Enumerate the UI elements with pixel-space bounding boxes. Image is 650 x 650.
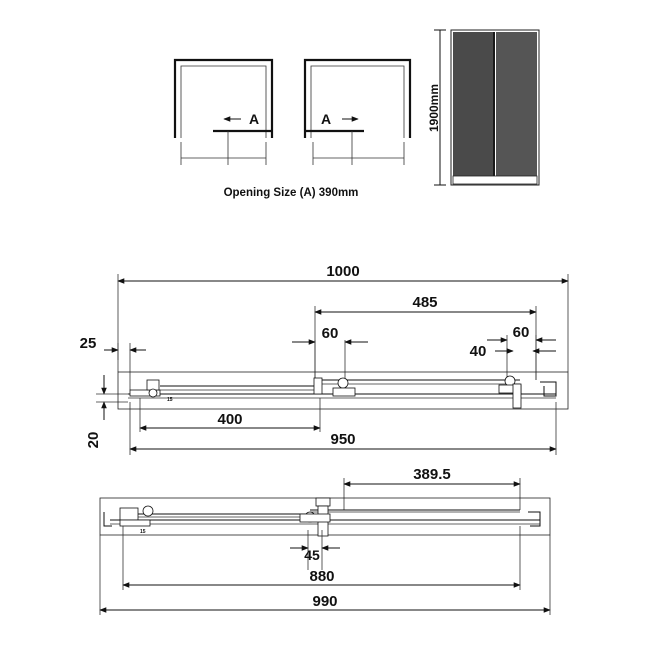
dim-overall-width: 1000 — [326, 263, 359, 280]
dim-handle-offset: 45 — [304, 547, 320, 563]
dim-overall-width-bottom: 990 — [312, 593, 337, 610]
top-plan-view: 1000 485 60 60 40 25 20 — [80, 263, 569, 455]
dim-left-offset: 25 — [80, 335, 97, 352]
dim-profile-depth: 20 — [85, 432, 102, 449]
dim-right-offset: 40 — [470, 343, 487, 360]
dim-inner-width: 950 — [330, 431, 355, 448]
clip-label-top: 15 — [167, 397, 173, 403]
dim-door-travel-bottom: 389.5 — [413, 466, 451, 483]
opening-diagram-right: A — [303, 58, 412, 165]
dim-roller-width-center: 60 — [322, 325, 339, 342]
height-label: 1900mm — [427, 84, 441, 132]
enclosure-front-view: 1900mm — [427, 29, 540, 186]
dim-panel-width-bottom: 880 — [309, 568, 334, 585]
opening-label-left: A — [249, 111, 259, 127]
opening-diagram-left: A — [173, 58, 274, 165]
bottom-plan-view: 389.5 15 45 880 990 — [99, 466, 551, 615]
clip-label-bottom: 15 — [140, 529, 146, 535]
dim-door-travel: 485 — [412, 294, 437, 311]
dim-roller-width-right: 60 — [513, 324, 530, 341]
opening-size-caption: Opening Size (A) 390mm — [224, 187, 359, 199]
opening-label-right: A — [321, 111, 331, 127]
dim-panel-width: 400 — [217, 411, 242, 428]
